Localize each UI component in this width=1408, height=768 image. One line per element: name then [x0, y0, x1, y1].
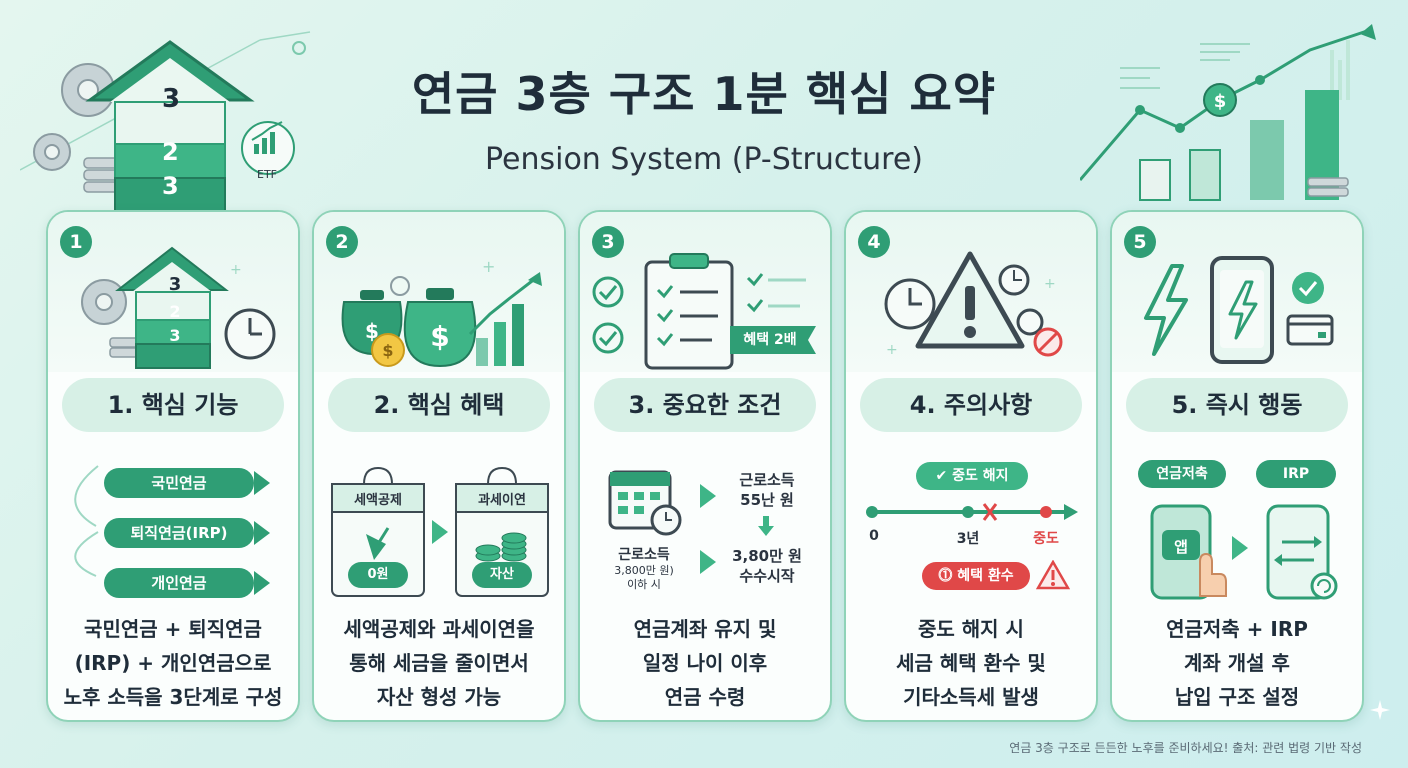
card-description: 세액공제와 과세이연을 통해 세금을 줄이면서 자산 형성 가능 — [343, 617, 535, 709]
condition-left-sub: 3,800만 원) 이하 시 — [614, 564, 674, 591]
account-opening-flow: 연금저축 IRP 앱 — [1112, 440, 1362, 608]
card-number-badge: 1 — [60, 226, 92, 258]
conditions-flow: 근로소득 55난 원 근로소득 3,800만 원) 이하 시 3,80만 원 수… — [580, 440, 830, 608]
flow-curve-icon — [74, 465, 99, 577]
card-description: 연금저축 + IRP 계좌 개설 후 납입 구조 설정 — [1166, 617, 1308, 709]
card-number-badge: 5 — [1124, 226, 1156, 258]
svg-text:+: + — [482, 257, 495, 276]
svg-text:$: $ — [382, 341, 393, 360]
irp-badge: IRP — [1256, 460, 1336, 488]
arrow-right-icon — [254, 471, 270, 495]
phone-transfer-icon — [1266, 504, 1338, 600]
phone-app-icon — [1150, 504, 1227, 600]
card-heading: 1. 핵심 기능 — [62, 378, 284, 432]
condition-top-label: 근로소득 55난 원 — [739, 471, 795, 509]
card-heading: 4. 주의사항 — [860, 378, 1082, 432]
pill-national-pension: 국민연금 — [104, 468, 254, 498]
early-termination-badge: ✔ 중도 해지 — [916, 462, 1028, 490]
card-number-badge: 3 — [592, 226, 624, 258]
card-core-function: 1 + 3 2 3 1. 핵심 기능 국민연금 퇴직연금(IRP) 개인연금 국… — [46, 210, 300, 722]
card-immediate-action: 5 5. 즉시 행동 연금저축 IRP 앱 연금저축 + IRP 계좌 개설 후… — [1110, 210, 1364, 722]
app-label: 앱 — [1174, 538, 1188, 556]
calendar-clock-icon — [608, 470, 682, 536]
arrow-right-icon — [700, 484, 716, 508]
alert-circle-icon: ⓵ — [938, 568, 958, 584]
etf-label: ETF — [257, 168, 277, 181]
check-icon: ✔ — [935, 468, 953, 484]
condition-left-main: 근로소득 — [618, 547, 670, 563]
page-subtitle: Pension System (P-Structure) — [485, 142, 923, 177]
header-house-floor-3: 3 — [162, 84, 181, 114]
header-house-illustration — [20, 31, 311, 213]
gear-icon — [33, 63, 115, 171]
axis-mid-label: 3년 — [956, 531, 980, 547]
card1-floor-1: 3 — [169, 326, 181, 345]
card-core-benefit: 2 $ $ $ + 2. 핵심 혜택 세액공제 0원 — [312, 210, 566, 722]
card1-floor-3: 3 — [168, 274, 182, 295]
card-heading: 2. 핵심 혜택 — [328, 378, 550, 432]
bag-left-label: 세액공제 — [354, 493, 402, 508]
pension-savings-badge: 연금저축 — [1138, 460, 1226, 488]
arrow-right-icon — [254, 571, 270, 595]
arrow-down-icon — [758, 516, 774, 536]
card-cautions: 4 + + 4. 주의사항 ✔ 중도 해지 0 3년 중도 ⓵ 혜 — [844, 210, 1098, 722]
card-number-badge: 2 — [326, 226, 358, 258]
bag-right-value: 자산 — [472, 562, 532, 588]
timeline-axis-icon — [866, 503, 1078, 521]
svg-text:+: + — [230, 262, 242, 278]
benefit-ribbon-label: 혜택 2배 — [743, 332, 797, 348]
card-description: 국민연금 + 퇴직연금 (IRP) + 개인연금으로 노후 소득을 3단계로 구… — [63, 617, 283, 709]
header-house-floor-1: 3 — [162, 172, 179, 200]
termination-timeline: ✔ 중도 해지 0 3년 중도 ⓵ 혜택 환수 — [846, 440, 1096, 608]
card1-floor-2: 2 — [169, 302, 181, 321]
benefit-bags-flow: 세액공제 0원 과세이연 자산 — [314, 440, 564, 608]
card-description: 연금계좌 유지 및 일정 나이 이후 연금 수령 — [633, 617, 777, 709]
svg-text:+: + — [1044, 276, 1056, 292]
arrow-right-icon — [1232, 536, 1248, 560]
axis-start-label: 0 — [869, 528, 879, 544]
svg-text:+: + — [886, 342, 898, 358]
benefit-clawback-label: 혜택 환수 — [957, 568, 1014, 584]
pill-personal-pension: 개인연금 — [104, 568, 254, 598]
bag-left-value: 0원 — [348, 562, 408, 588]
arrow-right-icon — [432, 520, 448, 544]
svg-text:$: $ — [1214, 91, 1227, 112]
warning-triangle-icon — [1036, 560, 1070, 590]
svg-text:$: $ — [365, 319, 379, 343]
warning-icon: + + — [884, 251, 1063, 358]
arrow-right-icon — [700, 550, 716, 574]
money-bags-icon: $ $ $ + — [341, 257, 542, 368]
card-number-badge: 4 — [858, 226, 890, 258]
card-heading: 3. 중요한 조건 — [594, 378, 816, 432]
card-description: 중도 해지 시 세금 혜택 환수 및 기타소득세 발생 — [896, 617, 1046, 709]
bag-right-label: 과세이연 — [478, 493, 526, 508]
pension-tier-flow: 국민연금 퇴직연금(IRP) 개인연금 — [48, 440, 298, 608]
checklist-icon — [592, 253, 816, 370]
header-house-floor-2: 2 — [162, 138, 179, 166]
pension-house-icon: + — [81, 246, 276, 369]
sparkle-icon — [1370, 700, 1390, 720]
footer-note: 연금 3층 구조로 든든한 노후를 준비하세요! 출처: 관련 법령 기반 작성 — [1009, 741, 1362, 755]
condition-right-label: 3,80만 원 수수시작 — [732, 547, 802, 585]
phone-lightning-icon — [1144, 256, 1334, 364]
header-growth-chart-illustration: $ — [1080, 24, 1376, 201]
page-title: 연금 3층 구조 1분 핵심 요약 — [411, 67, 997, 121]
arrow-right-icon — [254, 521, 270, 545]
card-key-conditions: 3 혜택 2배 3. 중요한 조건 근로소득 55난 원 근로소득 3,800만… — [578, 210, 832, 722]
early-termination-label: 중도 해지 — [952, 468, 1009, 484]
benefit-clawback-badge: ⓵ 혜택 환수 — [922, 562, 1030, 590]
svg-text:$: $ — [430, 320, 449, 353]
axis-end-label: 중도 — [1033, 531, 1059, 547]
card-heading: 5. 즉시 행동 — [1126, 378, 1348, 432]
pill-retirement-pension: 퇴직연금(IRP) — [104, 518, 254, 548]
